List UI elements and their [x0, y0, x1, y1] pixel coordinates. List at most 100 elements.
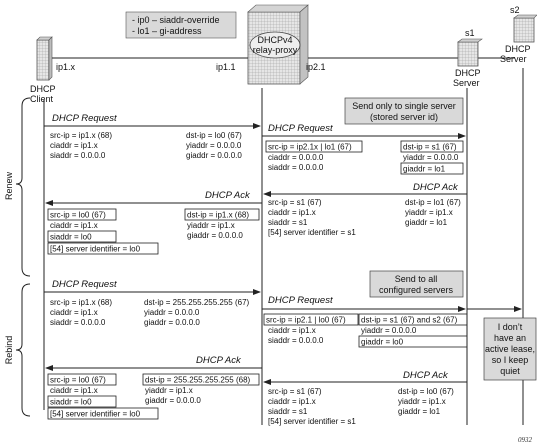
renew-ack-server-r1: dst-ip = lo1 (67)	[405, 198, 461, 207]
renew-ack-server-r2: yiaddr = ip1.x	[405, 208, 453, 217]
rebind-ack-server-l3: siaddr = s1	[268, 407, 308, 416]
rebind-req-client-r3: giaddr = 0.0.0.0	[144, 318, 200, 327]
svg-text:quiet: quiet	[500, 366, 520, 376]
renew-ack-client-l1: src-ip = lo0 (67)	[50, 211, 106, 220]
renew-bracket: Renew	[4, 97, 31, 277]
renew-ack-server-r3: giaddr = lo1	[405, 218, 448, 227]
rebind-ack-server-l1: src-ip = s1 (67)	[268, 387, 322, 396]
client-device: DHCP Client	[30, 36, 56, 104]
svg-text:have an: have an	[494, 333, 526, 343]
rebind-note: Send to all configured servers	[369, 270, 464, 298]
server-s2: s2 DHCP Server	[500, 5, 537, 64]
s2-label-1: DHCP	[505, 44, 531, 54]
s2-label-2: Server	[500, 54, 527, 64]
svg-text:Send only to single server: Send only to single server	[352, 101, 456, 111]
rebind-req-client-l1: src-ip = ip1.x (68)	[50, 298, 112, 307]
renew-ack-client-l3: siaddr = lo0	[50, 233, 92, 242]
rebind-ack-client-l1: src-ip = lo0 (67)	[50, 376, 106, 385]
rebind-label: Rebind	[4, 336, 14, 365]
rebind-ack-server-r2: yiaddr = ip1.x	[398, 397, 446, 406]
svg-text:so I keep: so I keep	[492, 355, 529, 365]
renew-req-server-l3: siaddr = 0.0.0.0	[268, 163, 324, 172]
rebind-req-client-l3: siaddr = 0.0.0.0	[50, 318, 106, 327]
svg-text:(stored server id): (stored server id)	[370, 112, 438, 122]
renew-req-client-l1: src-ip = ip1.x (68)	[50, 131, 112, 140]
renew-ack-server-l1: src-ip = s1 (67)	[268, 198, 322, 207]
renew-req-server-l2: ciaddr = 0.0.0.0	[268, 153, 324, 162]
figure-id: 0932	[518, 436, 533, 444]
s2-name: s2	[510, 5, 520, 15]
server-tower-icon	[513, 17, 535, 43]
rebind-ack-server-l4: [54] server identifier = s1	[268, 417, 356, 426]
renew-req-server-l1: src-ip = ip2.1x | lo1 (67)	[268, 143, 352, 152]
renew-req-client-r3: giaddr = 0.0.0.0	[186, 151, 242, 160]
rebind-ack-server-title: DHCP Ack	[403, 370, 449, 381]
iface-relay-right: ip2.1	[306, 62, 326, 72]
renew-ack-client-r3: giaddr = 0.0.0.0	[187, 231, 243, 240]
rebind-req-server-l2: ciaddr = ip1.x	[268, 326, 316, 335]
renew-ack-server-l3: siaddr = s1	[268, 218, 308, 227]
renew-req-client-l3: siaddr = 0.0.0.0	[50, 151, 106, 160]
rebind-req-client-r1: dst-ip = 255.255.255.255 (67)	[144, 298, 250, 307]
rebind-ack-server-r1: dst-ip = lo0 (67)	[398, 387, 454, 396]
relay-device: DHCPv4 relay-proxy	[247, 4, 309, 85]
renew-req-server-title: DHCP Request	[268, 123, 333, 134]
rebind-req-client-title: DHCP Request	[52, 279, 117, 290]
renew-req-client-l2: ciaddr = ip1.x	[50, 141, 98, 150]
renew-ack-server-l2: ciaddr = ip1.x	[268, 208, 316, 217]
relay-label-badge	[249, 31, 301, 59]
rebind-req-client-r2: yiaddr = 0.0.0.0	[144, 308, 200, 317]
rebind-bracket: Rebind	[4, 283, 31, 417]
client-label-1: DHCP	[30, 84, 56, 94]
rebind-req-server-r2: yiaddr = 0.0.0.0	[361, 326, 417, 335]
rebind-ack-client-l2: ciaddr = ip1.x	[50, 386, 98, 395]
client-label-2: Client	[30, 94, 54, 104]
rebind-ack-client-r1: dst-ip = 255.255.255.255 (68)	[145, 376, 251, 385]
rebind-ack-client-r3: giaddr = 0.0.0.0	[145, 396, 201, 405]
svg-text:active lease,: active lease,	[485, 344, 535, 354]
rebind-req-server-l1: src-ip = ip2.1 | lo0 (67)	[266, 316, 346, 325]
renew-req-client-r2: yiaddr = 0.0.0.0	[186, 141, 242, 150]
renew-label: Renew	[4, 171, 14, 200]
rebind-req-server-r1: dst-ip = s1 (67) and s2 (67)	[361, 316, 458, 325]
server-s1: s1 DHCP Server	[453, 28, 483, 88]
renew-ack-client-l4: [54] server identifier = lo0	[50, 245, 141, 254]
s1-name: s1	[465, 28, 475, 38]
rebind-req-server-r3: giaddr = lo0	[361, 338, 404, 347]
iface-client-side: ip1.x	[56, 62, 76, 72]
rebind-ack-server-l2: ciaddr = ip1.x	[268, 397, 316, 406]
renew-req-client-title: DHCP Request	[52, 113, 117, 124]
svg-text:- lo1 – gi-address: - lo1 – gi-address	[132, 26, 202, 36]
rebind-ack-client-r2: yiaddr = ip1.x	[145, 386, 193, 395]
server-tower-icon	[457, 41, 479, 67]
svg-text:I don’t: I don’t	[498, 322, 523, 332]
s1-label-1: DHCP	[455, 68, 481, 78]
renew-req-client-r1: dst-ip = lo0 (67)	[186, 131, 242, 140]
rebind-ack-client-title: DHCP Ack	[196, 355, 242, 366]
svg-text:Send to all: Send to all	[395, 274, 438, 284]
renew-ack-client-title: DHCP Ack	[205, 190, 251, 201]
renew-note: Send only to single server (stored serve…	[344, 97, 464, 125]
rebind-ack-client-l4: [54] server identifier = lo0	[50, 410, 141, 419]
svg-text:- ip0 – siaddr-override: - ip0 – siaddr-override	[132, 15, 220, 25]
renew-ack-client-l2: ciaddr = ip1.x	[50, 221, 98, 230]
renew-ack-client-r1: dst-ip = ip1.x (68)	[187, 211, 249, 220]
renew-req-server-r3: giaddr = lo1	[403, 165, 446, 174]
relay-label-2: relay-proxy	[253, 45, 298, 55]
rebind-req-server-title: DHCP Request	[268, 295, 333, 306]
svg-text:configured servers: configured servers	[379, 285, 454, 295]
rebind-req-server-l3: siaddr = 0.0.0.0	[268, 336, 324, 345]
renew-req-server-r1: dst-ip = s1 (67)	[403, 143, 457, 152]
rebind-ack-server-r3: giaddr = lo1	[398, 407, 441, 416]
renew-req-server-r2: yiaddr = 0.0.0.0	[403, 153, 459, 162]
renew-ack-client-r2: yiaddr = ip1.x	[187, 221, 235, 230]
relay-label-1: DHCPv4	[257, 35, 292, 45]
interface-note: - ip0 – siaddr-override - lo1 – gi-addre…	[125, 11, 237, 39]
renew-ack-server-l4: [54] server identifier = s1	[268, 228, 356, 237]
rebind-req-client-l2: ciaddr = ip1.x	[50, 308, 98, 317]
rebind-ack-client-l3: siaddr = lo0	[50, 398, 92, 407]
s1-label-2: Server	[453, 78, 480, 88]
iface-relay-left: ip1.1	[216, 62, 236, 72]
renew-ack-server-title: DHCP Ack	[413, 182, 459, 193]
